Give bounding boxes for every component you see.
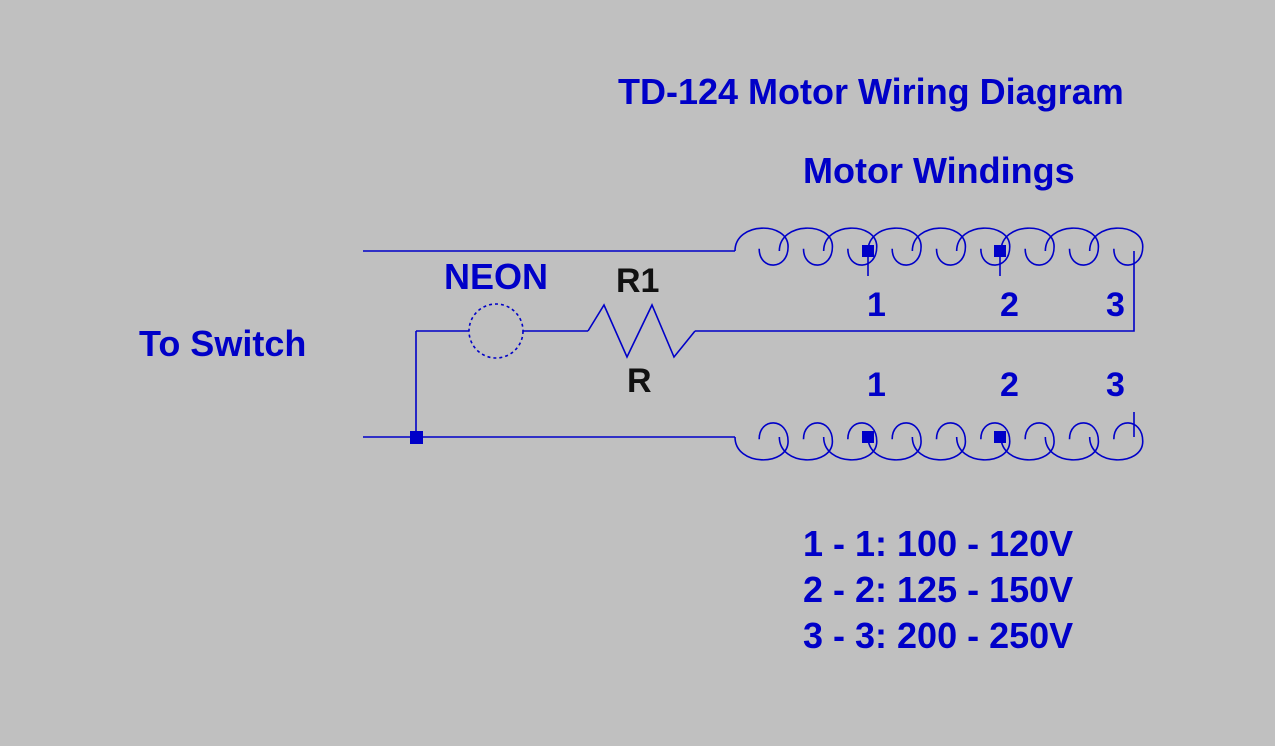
junction-dot-top-tap-1	[862, 245, 874, 257]
junction-dot-input	[410, 431, 423, 444]
bottom-motor-winding	[734, 422, 1144, 461]
bottom-winding-loop	[734, 422, 789, 461]
motor-windings-label: Motor Windings	[803, 150, 1075, 191]
resistor-ref-label: R1	[616, 262, 660, 300]
top-winding-loop	[822, 227, 878, 266]
top-tap-label-1: 1	[867, 286, 886, 324]
top-tap-label-3: 3	[1106, 286, 1125, 324]
top-winding-loop	[778, 227, 834, 266]
junction-dot-bottom-tap-1	[862, 431, 874, 443]
resistor-value-label: R	[627, 362, 652, 400]
resistor-r1	[587, 303, 696, 359]
bottom-winding-loop	[778, 422, 834, 461]
top-winding-loop	[867, 227, 922, 266]
bottom-winding-loop	[1044, 422, 1100, 461]
neon-lamp	[468, 303, 524, 359]
voltage-settings-legend: 1 - 1: 100 - 120V 2 - 2: 125 - 150V 3 - …	[803, 524, 1073, 662]
bottom-winding-loop	[955, 422, 1011, 461]
top-winding-loop	[734, 227, 789, 266]
top-winding-loop	[911, 227, 967, 266]
top-winding-loop	[955, 227, 1011, 266]
top-winding-loop	[1088, 227, 1144, 266]
to-switch-label: To Switch	[139, 323, 307, 364]
bottom-tap-label-1: 1	[867, 366, 886, 404]
bottom-winding-loop	[867, 422, 922, 461]
top-motor-winding	[734, 227, 1144, 266]
bottom-winding-loop	[911, 422, 967, 461]
top-winding-loop	[1044, 227, 1100, 266]
wire-resistor-to-tap3	[695, 251, 1135, 332]
voltage-setting-2: 2 - 2: 125 - 150V	[803, 569, 1074, 610]
neon-label: NEON	[444, 256, 549, 297]
bottom-winding-loop	[1088, 422, 1144, 461]
diagram-title: TD-124 Motor Wiring Diagram	[618, 71, 1124, 112]
junction-dot-bottom-tap-2	[994, 431, 1006, 443]
bottom-winding-loop	[822, 422, 878, 461]
voltage-setting-3: 3 - 3: 200 - 250V	[803, 615, 1074, 656]
junction-dot-top-tap-2	[994, 245, 1006, 257]
voltage-setting-1: 1 - 1: 100 - 120V	[803, 523, 1074, 564]
bottom-tap-label-2: 2	[1000, 366, 1019, 404]
bottom-tap-label-3: 3	[1106, 366, 1125, 404]
bottom-winding-loop	[1000, 422, 1055, 461]
top-tap-label-2: 2	[1000, 286, 1019, 324]
top-winding-loop	[1000, 227, 1055, 266]
